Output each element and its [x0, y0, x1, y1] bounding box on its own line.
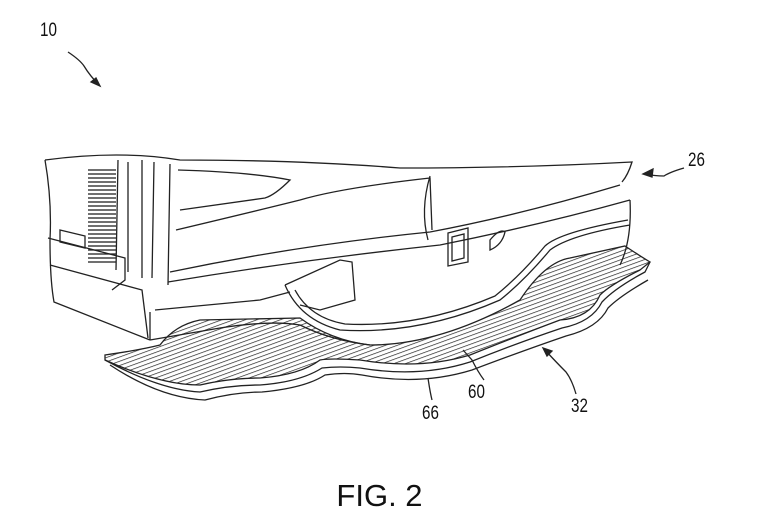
label-32: 32 — [571, 396, 588, 417]
label-66: 66 — [422, 403, 439, 424]
label-26: 26 — [688, 150, 705, 171]
label-60: 60 — [468, 382, 485, 403]
leader-66 — [427, 377, 433, 401]
figure-caption: FIG. 2 — [336, 478, 423, 513]
leader-60 — [462, 349, 485, 381]
step-assembly — [104, 245, 652, 401]
label-10: 10 — [40, 20, 57, 41]
arrow-32 — [544, 349, 577, 395]
